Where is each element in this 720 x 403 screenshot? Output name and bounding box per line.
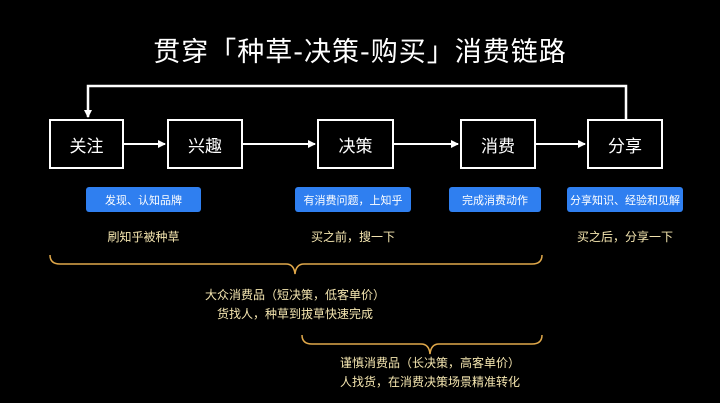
stage-follow-box: 关注 [49,119,124,169]
feedback-loop-arrow [84,84,628,119]
stage-decision-label: 决策 [338,136,373,157]
stage-interest-label: 兴趣 [188,136,222,157]
diagram-title: 贯穿「种草-决策-购买」消费链路 [153,37,567,68]
note-mass-goods: 大众消费品（短决策，低客单价） 货找人，种草到拔草快速完成 [180,286,410,324]
stage-decision-box: 决策 [317,119,394,169]
note-careful-goods-line1: 谨慎消费品（长决策，高客单价） [339,356,520,370]
tag-complete-purchase: 完成消费动作 [449,187,541,212]
brace-careful-goods [301,334,543,355]
stage-consume-box: 消费 [460,119,536,169]
stage-share-box: 分享 [587,119,663,169]
brace-mass-goods [49,254,543,275]
caption-search-before-buying: 买之前，搜一下 [310,230,395,244]
note-mass-goods-line2: 货找人，种草到拔草快速完成 [216,307,373,321]
stage-interest-box: 兴趣 [167,119,243,169]
note-mass-goods-line1: 大众消费品（短决策，低客单价） [204,288,385,302]
note-careful-goods: 谨慎消费品（长决策，高客单价） 人找货，在消费决策场景精准转化 [315,354,545,392]
tag-consult-zhihu: 有消费问题，上知乎 [295,187,411,212]
tag-discover-brand: 发现、认知品牌 [86,187,201,212]
stage-share-label: 分享 [608,136,642,157]
caption-share-after-buying: 买之后，分享一下 [576,230,673,244]
note-careful-goods-line2: 人找货，在消费决策场景精准转化 [339,375,520,389]
caption-seeded-on-zhihu: 刷知乎被种草 [107,230,180,244]
stage-follow-label: 关注 [69,136,104,157]
tag-share-knowledge: 分享知识、经验和见解 [567,187,683,212]
stage-consume-label: 消费 [481,136,515,157]
